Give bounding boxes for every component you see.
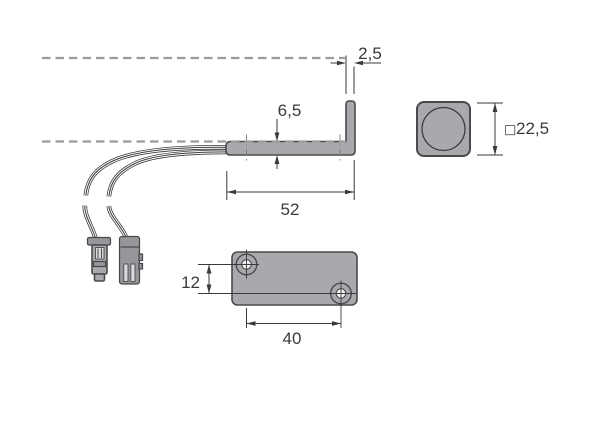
- sensor-bottom-view: [198, 249, 358, 328]
- sensor-front-view: [416, 101, 471, 157]
- sensor-lens-circle: [421, 106, 466, 152]
- dimension-arrow: [246, 321, 256, 326]
- dimension-arrow: [274, 155, 280, 164]
- dimension-arrow: [226, 189, 236, 195]
- cable-right: [106, 149, 227, 240]
- cable-left: [84, 146, 227, 239]
- dimension-label-body-thickness: 6,5: [278, 101, 302, 120]
- dimension-label-hole-spacing: 40: [283, 329, 302, 348]
- cable-right: [107, 150, 227, 240]
- connector-latch-bump: [138, 253, 144, 262]
- cable-left: [82, 144, 227, 239]
- connector-latch-bump: [138, 262, 144, 270]
- cable-right: [108, 151, 227, 239]
- dimension-hole-spacing: 40: [246, 308, 341, 348]
- dimension-body-thickness: 6,5: [274, 101, 302, 169]
- connector-plug-small: [86, 236, 112, 282]
- connector-terminal-slot: [130, 263, 136, 282]
- dimension-label-body-length: 52: [281, 200, 300, 219]
- connector-terminal-slot: [123, 263, 129, 282]
- plug-band: [92, 260, 107, 268]
- dimension-label-front-size: 22,5: [516, 119, 549, 138]
- dimension-arrow: [337, 60, 346, 66]
- dimension-body-length: 52: [226, 160, 355, 219]
- plug-tip: [93, 273, 106, 282]
- dimension-arrow: [274, 132, 280, 142]
- dimension-arrow: [492, 146, 498, 155]
- cables: [82, 144, 227, 240]
- dimension-arrow: [345, 189, 355, 195]
- dimension-front-size: □ 22,5: [477, 102, 549, 156]
- square-section-symbol: □: [504, 123, 516, 138]
- mounting-plate: [231, 251, 358, 306]
- dimension-arrow: [206, 264, 212, 274]
- dimension-arrow: [492, 103, 498, 112]
- dimension-flange-thickness: 2,5: [330, 44, 382, 94]
- dimension-hole-offset: 12: [181, 264, 212, 294]
- dimension-arrow: [354, 60, 363, 66]
- panel-reference-lines: [42, 56, 346, 143]
- dimension-arrow: [332, 321, 341, 326]
- connector-plug-large: [118, 235, 144, 285]
- plug-contact-slot: [95, 247, 105, 260]
- connector-body: [118, 235, 141, 285]
- dimension-label-hole-offset: 12: [181, 273, 200, 292]
- cable-left: [83, 145, 227, 239]
- plug-cap: [86, 236, 112, 246]
- dimension-label-flange-thickness: 2,5: [358, 44, 382, 63]
- dimension-arrow: [206, 284, 212, 294]
